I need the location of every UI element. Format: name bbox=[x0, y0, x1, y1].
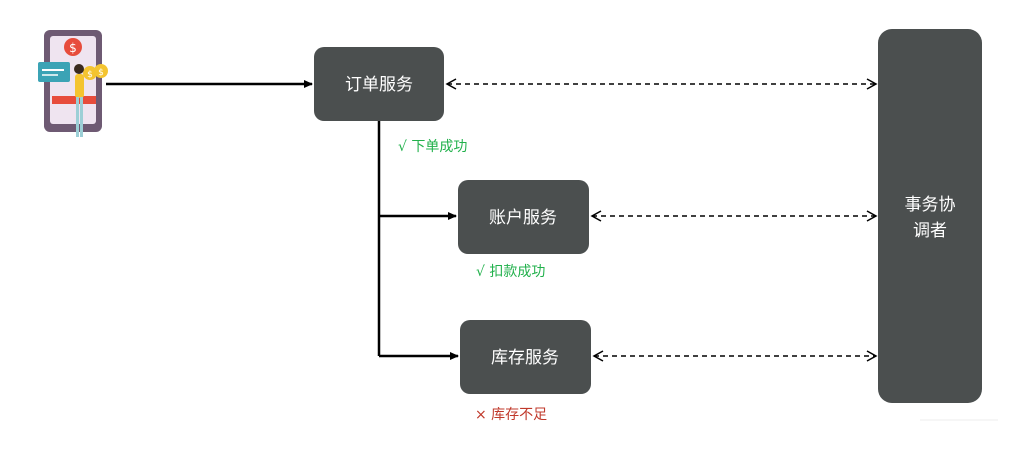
order-service-label: 订单服务 bbox=[345, 75, 413, 95]
account-service-box[interactable]: 账户服务 bbox=[458, 180, 589, 254]
order-status: √ 下单成功 bbox=[398, 139, 467, 155]
account-service-label: 账户服务 bbox=[489, 208, 557, 228]
inventory-service-box[interactable]: 库存服务 bbox=[460, 320, 591, 394]
mobile-payment-user-icon: $ $ $ bbox=[38, 30, 108, 137]
inventory-status: × 库存不足 bbox=[475, 407, 547, 423]
account-status: √ 扣款成功 bbox=[476, 264, 545, 280]
coordinator-label-line1: 事务协 bbox=[905, 195, 956, 215]
inventory-service-label: 库存服务 bbox=[491, 348, 559, 368]
svg-text:$: $ bbox=[98, 68, 104, 78]
svg-text:$: $ bbox=[69, 41, 77, 55]
svg-text:$: $ bbox=[87, 70, 93, 80]
coordinator-label-line2: 调者 bbox=[913, 221, 947, 241]
order-service-box[interactable]: 订单服务 bbox=[314, 47, 444, 121]
transaction-coordinator-box[interactable]: 事务协 调者 bbox=[878, 29, 982, 403]
